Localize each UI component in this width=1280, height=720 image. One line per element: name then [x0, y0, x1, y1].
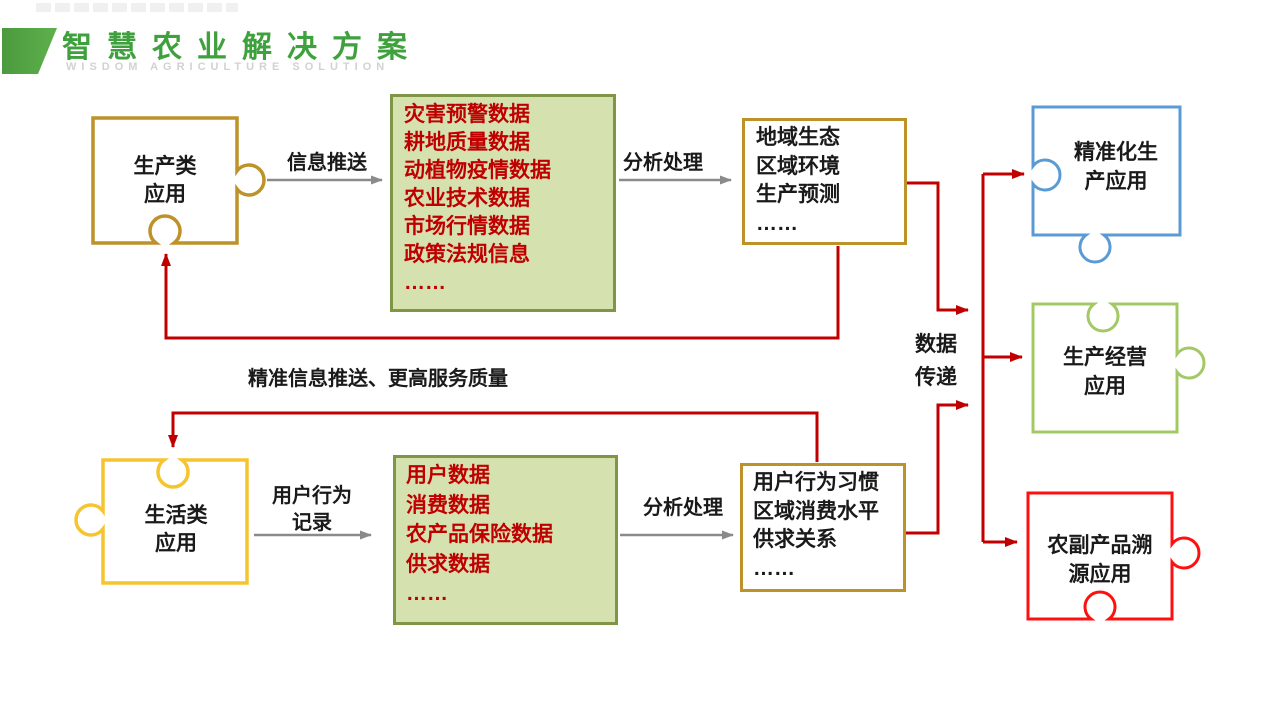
- analysis-top-label: 分析处理: [623, 152, 703, 174]
- production-app-label: 生产类 应用: [133, 155, 197, 206]
- brand-logo-icon: [2, 28, 57, 74]
- life-app-label: 生活类 应用: [144, 504, 208, 555]
- production-app-puzzle: [91, 116, 266, 245]
- data-transfer-label: 数据 传递: [915, 333, 957, 389]
- page-title: 智慧农业解决方案: [62, 31, 422, 64]
- analysis-bottom-label: 分析处理: [643, 497, 723, 519]
- life-result-box: [740, 463, 906, 592]
- prod-result-to-trunk-connector: [906, 181, 969, 315]
- user-behavior-label: 用户行为 记录: [272, 485, 352, 534]
- produce-traceability-app-puzzle: [1026, 491, 1201, 621]
- watermark-faint-text: [36, 3, 238, 12]
- production-management-app-puzzle: [1031, 302, 1206, 434]
- precision-production-app-puzzle: [1031, 105, 1182, 264]
- production-data-box: [390, 94, 616, 312]
- feedback-bottom-connector: [168, 411, 819, 462]
- life-app-puzzle: [74, 458, 249, 585]
- production-result-box: [742, 118, 907, 245]
- life-result-to-trunk-connector: [905, 400, 969, 535]
- page-subtitle: WISDOM AGRICULTURE SOLUTION: [66, 61, 390, 73]
- feedback-top-connector: [161, 246, 840, 340]
- production-data-list: 灾害预警数据 耕地质量数据 动植物疫情数据 农业技术数据 市场行情数据 政策法规…: [404, 103, 551, 294]
- life-result-list: 用户行为习惯 区域消费水平 供求关系 ……: [753, 471, 879, 580]
- production-result-list: 地域生态 区域环境 生产预测 ……: [756, 126, 840, 235]
- life-data-list: 用户数据 消费数据 农产品保险数据 供求数据 ……: [406, 464, 553, 605]
- info-push-label: 信息推送: [287, 152, 367, 174]
- produce-traceability-app-label: 农副产品溯 源应用: [1047, 534, 1153, 586]
- precision-production-app-label: 精准化生 产应用: [1074, 141, 1158, 193]
- life-data-box: [393, 455, 618, 625]
- feedback-label: 精准信息推送、更高服务质量: [248, 368, 508, 390]
- production-management-app-label: 生产经营 应用: [1063, 346, 1147, 398]
